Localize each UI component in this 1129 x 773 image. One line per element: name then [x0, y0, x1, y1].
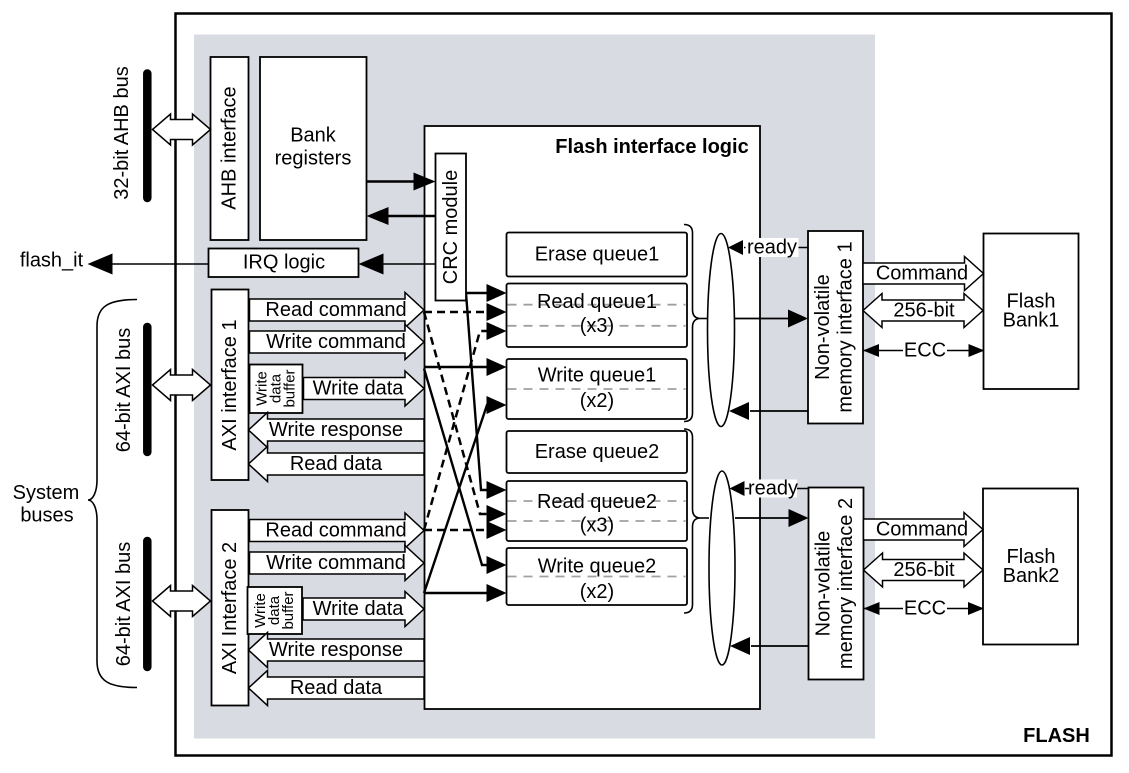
svg-text:Write queue1: Write queue1 — [538, 365, 657, 387]
svg-text:Bank2: Bank2 — [1003, 565, 1060, 587]
svg-text:(x2): (x2) — [580, 390, 614, 412]
svg-text:buses: buses — [20, 505, 73, 527]
svg-text:AXI interface 1: AXI interface 1 — [219, 319, 241, 450]
svg-text:Read data: Read data — [290, 453, 383, 475]
svg-text:AHB interface: AHB interface — [219, 86, 241, 209]
svg-text:Write data: Write data — [313, 378, 405, 400]
svg-text:Read command: Read command — [265, 520, 406, 542]
svg-text:Bank1: Bank1 — [1003, 310, 1060, 332]
svg-text:ready: ready — [747, 237, 797, 259]
svg-text:System: System — [13, 482, 80, 504]
svg-text:Write queue2: Write queue2 — [538, 556, 657, 578]
svg-text:Bank: Bank — [290, 125, 337, 147]
svg-text:Flash: Flash — [1007, 291, 1056, 313]
svg-text:FLASH: FLASH — [1023, 725, 1090, 747]
svg-text:64-bit AXI bus: 64-bit AXI bus — [113, 328, 135, 453]
svg-text:Read queue1: Read queue1 — [537, 291, 657, 313]
svg-text:Non-volatile: Non-volatile — [813, 531, 835, 637]
svg-text:64-bit AXI bus: 64-bit AXI bus — [113, 542, 135, 667]
svg-text:flash_it: flash_it — [20, 250, 84, 272]
svg-text:Write response: Write response — [269, 419, 403, 441]
svg-text:CRC module: CRC module — [440, 170, 462, 284]
svg-text:ready: ready — [748, 478, 798, 500]
svg-text:Write: Write — [254, 371, 271, 406]
svg-text:IRQ logic: IRQ logic — [243, 252, 325, 274]
svg-text:Write command: Write command — [266, 331, 406, 353]
svg-text:32-bit AHB bus: 32-bit AHB bus — [111, 66, 133, 199]
svg-text:Erase queue2: Erase queue2 — [535, 441, 660, 463]
svg-text:Command: Command — [876, 263, 968, 285]
svg-text:memory interface 2: memory interface 2 — [835, 498, 857, 669]
svg-text:memory interface 1: memory interface 1 — [835, 241, 857, 412]
svg-text:Write response: Write response — [269, 639, 403, 661]
svg-text:Write command: Write command — [266, 552, 406, 574]
svg-text:data: data — [266, 595, 283, 625]
svg-text:256-bit: 256-bit — [893, 300, 955, 322]
svg-text:(x3): (x3) — [580, 515, 614, 537]
svg-text:Flash: Flash — [1007, 546, 1056, 568]
svg-text:buffer: buffer — [280, 591, 297, 629]
svg-text:ECC: ECC — [904, 340, 946, 362]
svg-text:Flash interface logic: Flash interface logic — [555, 136, 748, 158]
svg-text:256-bit: 256-bit — [893, 559, 955, 581]
svg-text:registers: registers — [275, 148, 352, 170]
svg-text:Write: Write — [252, 593, 269, 628]
svg-text:AXI Interface 2: AXI Interface 2 — [219, 542, 241, 674]
svg-text:Erase queue1: Erase queue1 — [535, 244, 660, 266]
svg-text:Read queue2: Read queue2 — [537, 491, 657, 513]
svg-text:Read data: Read data — [290, 677, 383, 699]
svg-text:Non-volatile: Non-volatile — [812, 274, 834, 380]
svg-text:Write data: Write data — [313, 598, 405, 620]
svg-text:Read command: Read command — [265, 299, 406, 321]
svg-text:data: data — [268, 373, 285, 403]
svg-text:(x2): (x2) — [580, 581, 614, 603]
svg-text:(x3): (x3) — [580, 315, 614, 337]
svg-text:ECC: ECC — [904, 598, 946, 620]
svg-text:Command: Command — [876, 519, 968, 541]
svg-text:buffer: buffer — [282, 369, 299, 407]
